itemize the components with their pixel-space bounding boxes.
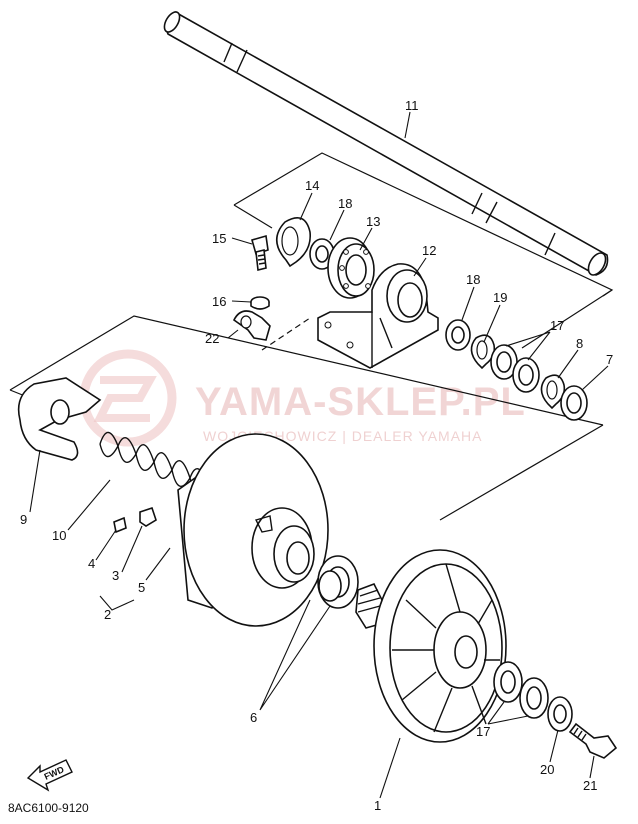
callout-17-lower: 17	[476, 724, 490, 739]
callout-17-upper: 17	[550, 318, 564, 333]
part-22-clamp	[232, 310, 271, 341]
callout-11: 11	[405, 98, 419, 113]
fwd-arrow-icon: FWD	[26, 759, 73, 792]
callout-18-upper: 18	[338, 196, 352, 211]
part-2-movable-sheave	[177, 433, 329, 627]
callouts: 11 14 18 13 15 12 16 22 18 19 17 8 7 9 1…	[20, 98, 613, 813]
part-17-shim-lower-a	[493, 661, 523, 703]
callout-3: 3	[112, 568, 119, 583]
callout-22: 22	[205, 331, 219, 346]
callout-2: 2	[104, 607, 111, 622]
callout-9: 9	[20, 512, 27, 527]
part-1-fixed-sheave	[355, 549, 507, 743]
part-15-bolt	[251, 234, 269, 271]
callout-21: 21	[583, 778, 597, 793]
part-14-circlip	[275, 216, 312, 268]
part-18-washer-lower	[445, 319, 471, 351]
part-17-shim-upper-a	[490, 344, 518, 380]
callout-7: 7	[606, 352, 613, 367]
callout-1: 1	[374, 798, 381, 813]
callout-10: 10	[52, 528, 66, 543]
watermark-title: YAMA-SKLEP.PL	[195, 380, 526, 424]
part-6-bushing-pair	[317, 555, 359, 609]
callout-6: 6	[250, 710, 257, 725]
callout-8: 8	[576, 336, 583, 351]
part-12-bearing-housing	[317, 263, 439, 369]
part-9-bracket	[17, 377, 102, 461]
part-21-bolt	[568, 722, 618, 759]
part-3-roller	[139, 506, 157, 527]
callout-18-lower: 18	[466, 272, 480, 287]
callout-20: 20	[540, 762, 554, 777]
assembly-frames	[9, 152, 614, 521]
part-13-bearing	[327, 237, 375, 299]
part-10-spring	[99, 431, 209, 495]
callout-14: 14	[305, 178, 319, 193]
callout-15: 15	[212, 231, 226, 246]
part-11-shaft	[163, 11, 609, 276]
part-17-shim-upper-b	[512, 357, 540, 393]
part-16-nut	[250, 296, 270, 310]
part-4-screw	[113, 516, 127, 534]
callout-13: 13	[366, 214, 380, 229]
callout-16: 16	[212, 294, 226, 309]
callout-4: 4	[88, 556, 95, 571]
callout-5: 5	[138, 580, 145, 595]
part-20-washer	[547, 696, 573, 732]
part-17-shim-lower-b	[519, 677, 549, 719]
part-7-washer	[560, 385, 588, 421]
callout-12: 12	[422, 243, 436, 258]
watermark: YAMA-SKLEP.PL WOJCIECHOWICZ | DEALER YAM…	[79, 349, 526, 447]
callout-19: 19	[493, 290, 507, 305]
diagram-code: 8AC6100-9120	[8, 801, 89, 815]
leader-lines	[29, 111, 609, 799]
